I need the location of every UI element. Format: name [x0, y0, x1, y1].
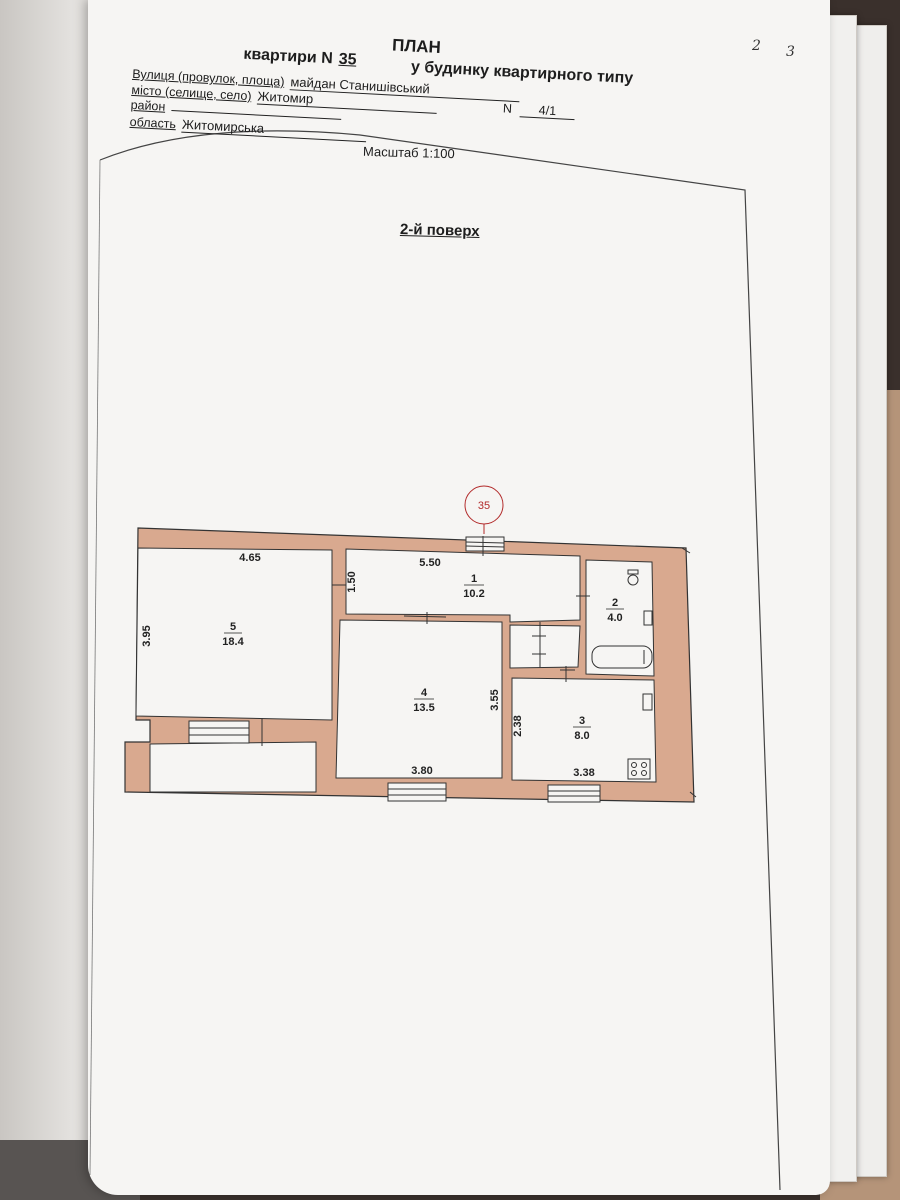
window [387, 782, 447, 802]
apartment-marker: 35 [464, 485, 504, 534]
dimension-label: 3.95 [141, 625, 153, 646]
dimension-label: 3.80 [411, 765, 432, 777]
room-number: 3 [579, 715, 585, 727]
window [465, 536, 505, 552]
room-corridor [509, 624, 581, 669]
room-number: 4 [421, 687, 428, 699]
dimension-label: 2.38 [512, 715, 524, 736]
balcony-area [149, 741, 317, 793]
sink-icon [643, 610, 653, 626]
sink-icon [642, 693, 653, 711]
stove-icon [627, 758, 651, 780]
room-labels: 5 18.4 1 10.2 2 4.0 4 13.5 3 8.0 [222, 573, 624, 742]
room-area: 13.5 [413, 702, 434, 714]
dimension-label: 4.65 [239, 552, 260, 564]
room-1 [345, 548, 581, 623]
dimension-labels: 4.65 3.95 5.50 1.50 3.55 3.80 2.38 3.38 [141, 552, 595, 779]
door [689, 791, 697, 798]
room-number: 5 [230, 621, 236, 633]
door [403, 615, 447, 618]
window [547, 784, 601, 803]
room-5 [135, 547, 333, 721]
room-3 [511, 677, 657, 783]
room-area: 10.2 [463, 588, 484, 600]
window [188, 720, 250, 744]
toilet-icon [627, 569, 639, 586]
room-area: 4.0 [607, 612, 622, 624]
dimension-label: 5.50 [419, 557, 440, 569]
page-number: 3 [786, 44, 795, 60]
room-area: 8.0 [574, 730, 589, 742]
room-area: 18.4 [222, 636, 244, 648]
room-number: 1 [471, 573, 477, 585]
doors [261, 536, 697, 798]
windows [188, 536, 601, 803]
apartment-marker-label: 35 [478, 500, 490, 512]
page-number: 2 [752, 38, 761, 54]
room-interiors [135, 547, 657, 793]
room-number: 2 [612, 597, 618, 609]
bathtub-icon [591, 645, 653, 669]
dimension-label: 3.55 [489, 689, 501, 710]
door [681, 547, 691, 554]
dimension-label: 3.38 [573, 767, 594, 779]
dimension-label: 1.50 [346, 571, 358, 592]
